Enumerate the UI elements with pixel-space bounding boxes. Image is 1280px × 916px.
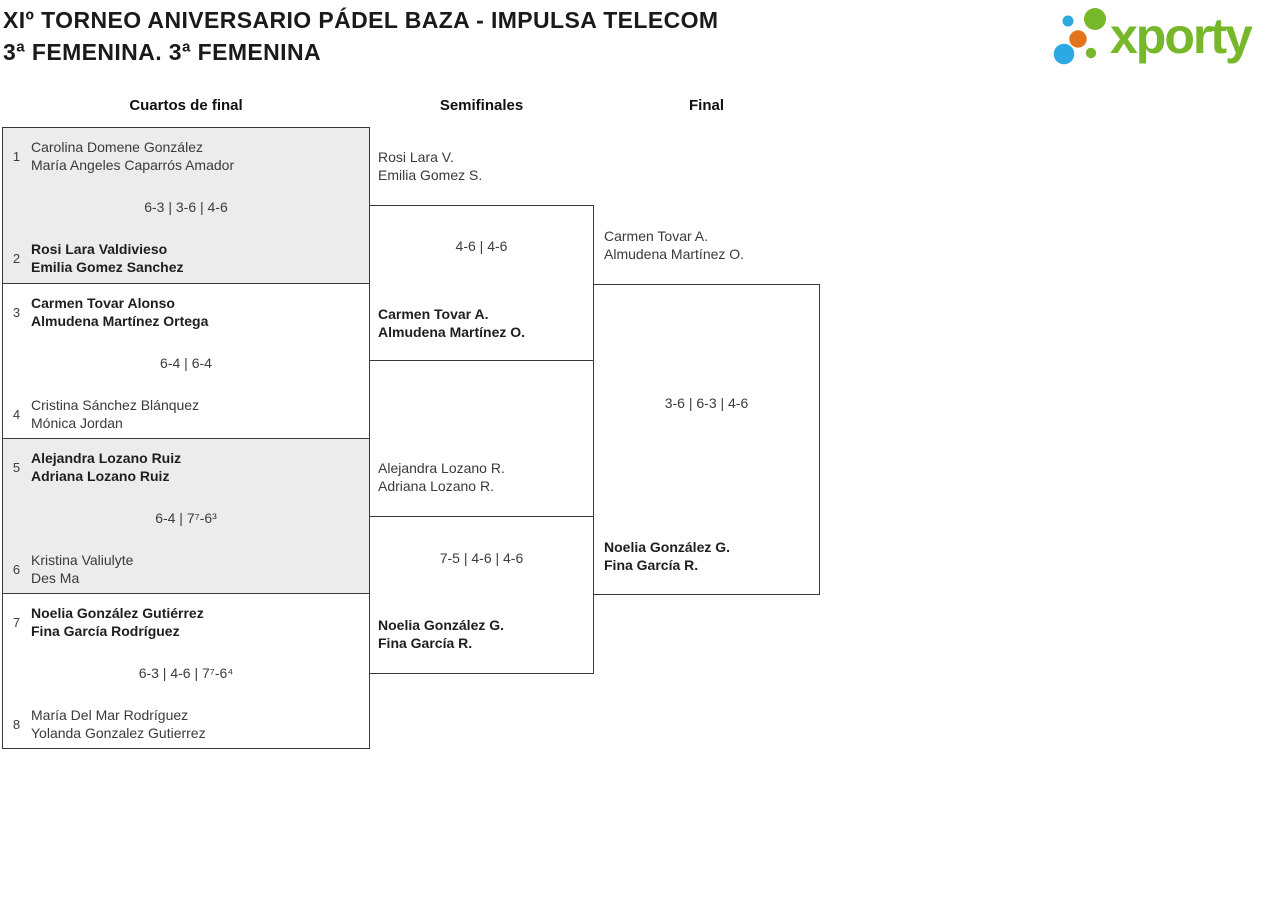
player-name: Rosi Lara V. — [378, 149, 454, 165]
player-name: Fina García R. — [604, 557, 699, 573]
seed-number: 3 — [12, 304, 21, 320]
player-name: Noelia González Gutiérrez — [31, 605, 204, 621]
match-semifinal-2[interactable]: Alejandra Lozano R. Adriana Lozano R. 7-… — [369, 460, 594, 674]
player-name: Fina García R. — [378, 635, 473, 651]
player-name: Adriana Lozano Ruiz — [31, 468, 170, 484]
player-name: Noelia González G. — [378, 617, 505, 633]
team-slot-bottom: 2 Rosi Lara Valdivieso Emilia Gomez Sanc… — [9, 240, 184, 276]
round-header-semifinales: Semifinales — [439, 97, 524, 114]
match-quarterfinal-2[interactable]: 3 Carmen Tovar Alonso Almudena Martínez … — [2, 283, 370, 439]
team-names: Carmen Tovar Alonso Almudena Martínez Or… — [31, 294, 208, 330]
team-slot-top: 5 Alejandra Lozano Ruiz Adriana Lozano R… — [9, 449, 181, 485]
seed-number: 8 — [12, 716, 21, 732]
player-name: Alejandra Lozano R. — [378, 460, 505, 476]
team-names: María Del Mar Rodríguez Yolanda Gonzalez… — [31, 706, 206, 742]
team-names: Noelia González G. Fina García R. — [604, 538, 730, 574]
match-semifinal-1[interactable]: Rosi Lara V. Emilia Gomez S. 4-6 | 4-6 C… — [369, 149, 594, 361]
logo-dot-green-small — [1085, 47, 1097, 59]
page-title: XIº TORNEO ANIVERSARIO PÁDEL BAZA - IMPU… — [3, 4, 718, 68]
team-slot-bottom: 4 Cristina Sánchez Blánquez Mónica Jorda… — [9, 396, 199, 432]
team-names: Cristina Sánchez Blánquez Mónica Jordan — [31, 396, 199, 432]
match-quarterfinal-3[interactable]: 5 Alejandra Lozano Ruiz Adriana Lozano R… — [2, 438, 370, 594]
player-name: Fina García Rodríguez — [31, 623, 180, 639]
seed-number: 5 — [12, 459, 21, 475]
match-score: 4-6 | 4-6 — [455, 238, 508, 254]
match-score: 3-6 | 6-3 | 4-6 — [664, 395, 749, 411]
team-slot-top: 7 Noelia González Gutiérrez Fina García … — [9, 604, 204, 640]
team-names: Rosi Lara Valdivieso Emilia Gomez Sanche… — [31, 240, 184, 276]
team-names: Alejandra Lozano R. Adriana Lozano R. — [378, 459, 505, 495]
seed-number: 2 — [12, 250, 21, 266]
match-score: 6-3 | 4-6 | 7⁷-6⁴ — [138, 665, 234, 681]
logo-dot-green-large — [1084, 8, 1106, 30]
team-slot-bottom: 6 Kristina Valiulyte Des Ma — [9, 551, 134, 587]
match-score: 6-3 | 3-6 | 4-6 — [144, 199, 228, 215]
xporty-logo-text: xporty — [1110, 8, 1253, 64]
player-name: Carmen Tovar A. — [604, 228, 709, 244]
team-slot-bottom: 8 María Del Mar Rodríguez Yolanda Gonzal… — [9, 706, 206, 742]
page-title-line2: 3ª FEMENINA. 3ª FEMENINA — [3, 39, 321, 65]
player-name: Kristina Valiulyte — [31, 552, 134, 568]
player-name: Des Ma — [31, 570, 80, 586]
player-name: Yolanda Gonzalez Gutierrez — [31, 725, 206, 741]
player-name: Mónica Jordan — [31, 415, 123, 431]
match-score: 7-5 | 4-6 | 4-6 — [439, 550, 524, 566]
page-title-line1: XIº TORNEO ANIVERSARIO PÁDEL BAZA - IMPU… — [3, 7, 719, 33]
match-score: 6-4 | 6-4 — [160, 355, 212, 371]
round-header-cuartos-de-final: Cuartos de final — [129, 97, 243, 114]
player-name: Carolina Domene González — [31, 139, 203, 155]
player-name: Almudena Martínez O. — [378, 324, 526, 340]
match-score: 6-4 | 7⁷-6³ — [155, 510, 217, 526]
player-name: Adriana Lozano R. — [378, 478, 494, 494]
player-name: Rosi Lara Valdivieso — [31, 241, 168, 257]
player-name: Noelia González G. — [604, 539, 731, 555]
team-names: Carmen Tovar A. Almudena Martínez O. — [604, 227, 744, 263]
player-name: María Del Mar Rodríguez — [31, 707, 189, 723]
player-name: Carmen Tovar Alonso — [31, 295, 175, 311]
seed-number: 6 — [12, 561, 21, 577]
seed-number: 1 — [12, 148, 21, 164]
team-slot-top: 1 Carolina Domene González María Angeles… — [9, 138, 234, 174]
logo-dot-blue-small — [1062, 15, 1074, 27]
player-name: Emilia Gomez Sanchez — [31, 259, 184, 275]
logo-dot-orange — [1069, 30, 1087, 48]
team-slot-top: 3 Carmen Tovar Alonso Almudena Martínez … — [9, 294, 209, 330]
player-name: Emilia Gomez S. — [378, 167, 483, 183]
seed-number: 4 — [12, 406, 21, 422]
round-header-final: Final — [688, 97, 724, 114]
team-names: Noelia González Gutiérrez Fina García Ro… — [31, 604, 204, 640]
player-name: Almudena Martínez O. — [604, 246, 745, 262]
team-names: Rosi Lara V. Emilia Gomez S. — [378, 148, 482, 184]
team-names: Noelia González G. Fina García R. — [378, 616, 504, 652]
team-names: Kristina Valiulyte Des Ma — [31, 551, 133, 587]
player-name: Cristina Sánchez Blánquez — [31, 397, 200, 413]
player-name: Carmen Tovar A. — [378, 306, 489, 322]
logo-dot-blue-large — [1053, 43, 1075, 65]
match-final[interactable]: Carmen Tovar A. Almudena Martínez O. 3-6… — [593, 228, 820, 595]
team-names: Carmen Tovar A. Almudena Martínez O. — [378, 305, 525, 341]
player-name: María Angeles Caparrós Amador — [31, 157, 235, 173]
team-names: Carolina Domene González María Angeles C… — [31, 138, 234, 174]
xporty-logo-icon — [1053, 8, 1106, 65]
xporty-logo[interactable]: xporty — [1048, 6, 1278, 72]
match-quarterfinal-1[interactable]: 1 Carolina Domene González María Angeles… — [2, 127, 370, 284]
match-quarterfinal-4[interactable]: 7 Noelia González Gutiérrez Fina García … — [2, 593, 370, 749]
player-name: Almudena Martínez Ortega — [31, 313, 209, 329]
player-name: Alejandra Lozano Ruiz — [31, 450, 182, 466]
team-names: Alejandra Lozano Ruiz Adriana Lozano Rui… — [31, 449, 181, 485]
seed-number: 7 — [12, 614, 21, 630]
